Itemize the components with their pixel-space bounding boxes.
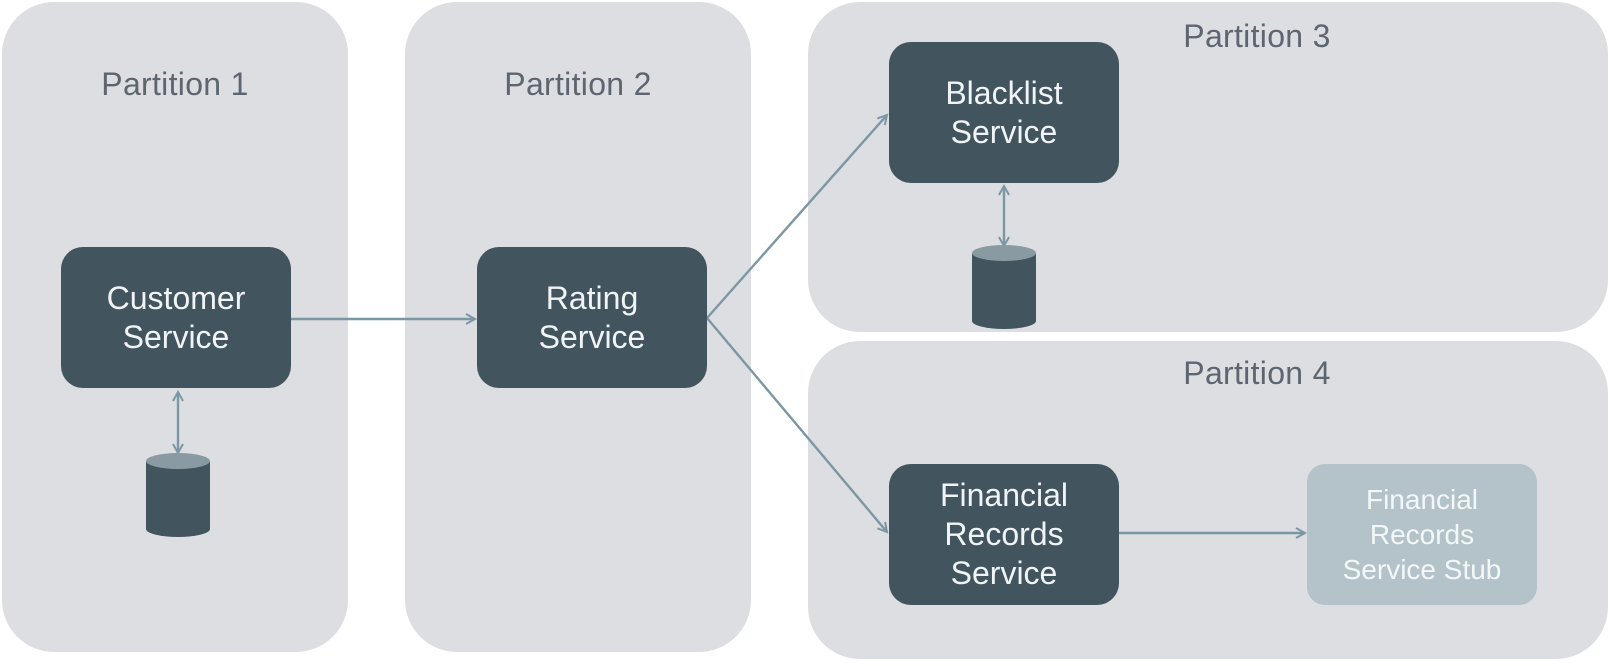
blacklist-service-box[interactable]: Blacklist Service bbox=[889, 42, 1119, 183]
service-label-line: Financial bbox=[939, 477, 1069, 513]
partition-title: Partition 2 bbox=[504, 66, 652, 102]
stub-label-line: Financial bbox=[1365, 484, 1479, 515]
database-icon bbox=[972, 245, 1036, 329]
service-label-line: Service bbox=[950, 555, 1058, 591]
financial-records-service-stub-box[interactable]: Financial Records Service Stub bbox=[1307, 464, 1537, 605]
partition-title: Partition 3 bbox=[1183, 18, 1331, 54]
stub-label-line: Service Stub bbox=[1342, 554, 1502, 585]
service-label-line: Service bbox=[538, 318, 646, 355]
service-label-line: Service bbox=[122, 318, 230, 355]
partition-title: Partition 4 bbox=[1183, 355, 1331, 391]
rating-service-box[interactable]: Rating Service bbox=[477, 247, 707, 388]
database-icon bbox=[146, 453, 210, 537]
service-label-line: Blacklist bbox=[945, 74, 1063, 111]
service-label-line: Records bbox=[944, 516, 1064, 552]
partition-title: Partition 1 bbox=[101, 66, 249, 102]
service-label-line: Service bbox=[950, 113, 1058, 150]
service-label-line: Customer bbox=[106, 279, 246, 316]
service-label-line: Rating bbox=[545, 279, 639, 316]
customer-service-box[interactable]: Customer Service bbox=[61, 247, 291, 388]
stub-label-line: Records bbox=[1369, 519, 1475, 550]
financial-records-service-box[interactable]: Financial Records Service bbox=[889, 464, 1119, 605]
